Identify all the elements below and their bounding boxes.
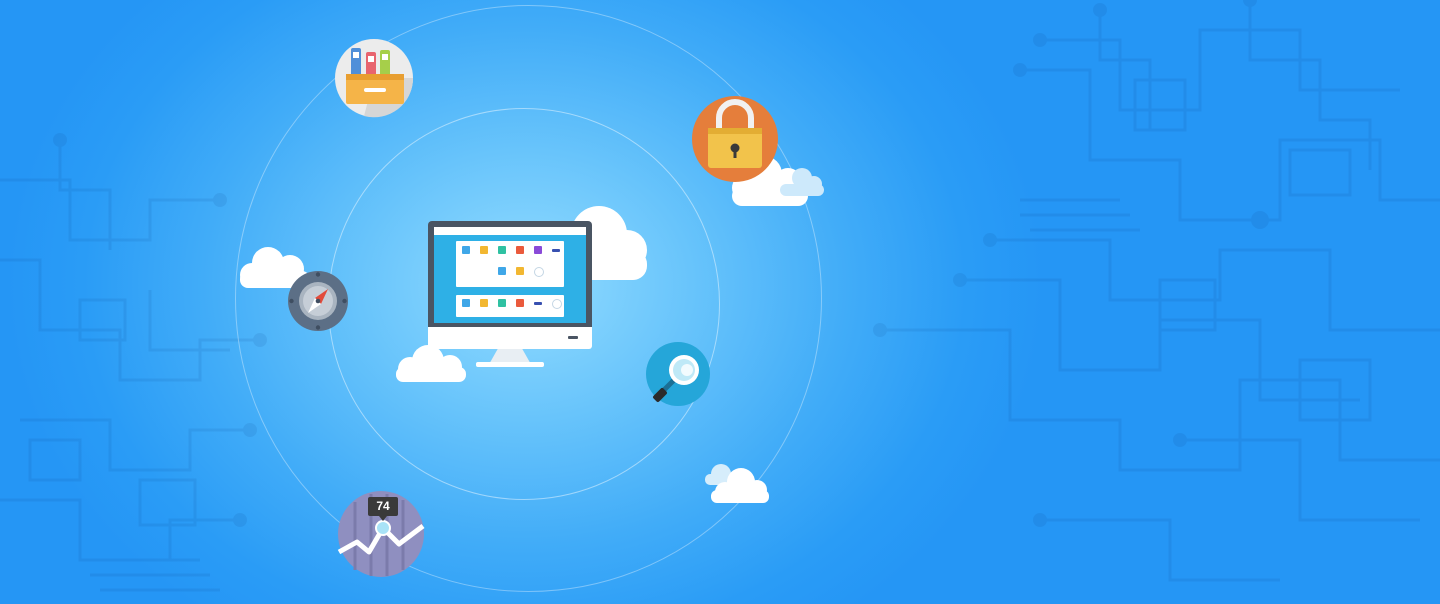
monitor-power-button (568, 336, 578, 339)
cloud-bottom-right (705, 464, 769, 503)
compass-icon[interactable] (288, 271, 348, 331)
line-chart-icon[interactable] (337, 490, 425, 578)
monitor-base (476, 362, 544, 367)
screen-tile (534, 302, 542, 305)
screen-tile (498, 246, 506, 254)
screen-tile (534, 246, 542, 254)
screen-tile (480, 299, 488, 307)
screen-tile (516, 299, 524, 307)
screen-tile (480, 246, 488, 254)
monitor-stand (489, 349, 531, 363)
screen-tile (516, 246, 524, 254)
outer-orbit-ring (235, 5, 822, 592)
chart-value-badge: 74 (368, 497, 398, 521)
folder-archive-icon[interactable] (334, 38, 414, 118)
cloud-lock (732, 156, 824, 206)
monitor-bezel (428, 221, 592, 327)
monitor-screen (434, 227, 586, 323)
padlock-icon[interactable] (692, 96, 778, 182)
cloud-bottom-left (396, 345, 466, 382)
screen-tile (552, 299, 562, 309)
screen-topbar (434, 227, 586, 235)
screen-tile (462, 299, 470, 307)
screen-tile (516, 267, 524, 275)
screen-panel-bottom (456, 295, 564, 317)
screen-tile (462, 246, 470, 254)
desktop-monitor-icon (428, 221, 592, 371)
cloud-left (240, 247, 310, 288)
screen-tile (498, 299, 506, 307)
magnifier-icon[interactable] (646, 342, 710, 406)
screen-tile (552, 249, 560, 252)
screen-tile (534, 267, 544, 277)
monitor-chin (428, 327, 592, 349)
screen-tile (498, 267, 506, 275)
screen-panel-top (456, 241, 564, 287)
